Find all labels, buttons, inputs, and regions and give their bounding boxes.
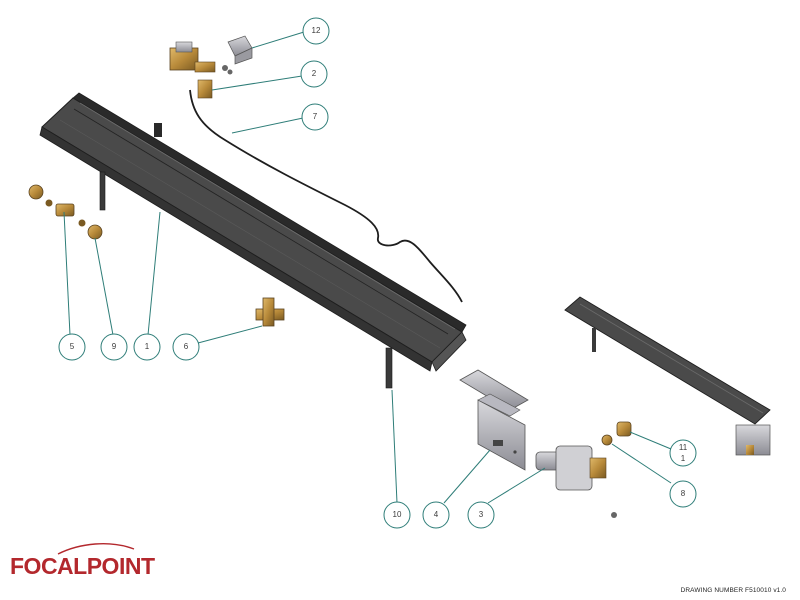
callout-6-label: 6 <box>184 342 189 351</box>
callout-1-label: 1 <box>145 342 150 351</box>
callout-11: 11 1 <box>669 439 697 467</box>
small-fittings <box>601 421 632 446</box>
callout-9-label: 9 <box>112 342 117 351</box>
brand-logo: FOCALPOINT <box>10 553 155 579</box>
logo-swoosh <box>57 543 135 555</box>
callout-4-label: 4 <box>434 510 439 519</box>
callout-2: 2 <box>300 60 328 88</box>
callout-5-label: 5 <box>70 342 75 351</box>
callout-7: 7 <box>301 103 329 131</box>
main-burner <box>39 92 467 389</box>
tee-fitting <box>255 297 285 327</box>
secondary-burner <box>564 296 771 456</box>
callout-1: 1 <box>133 333 161 361</box>
callout-12-label: 12 <box>312 26 321 35</box>
callout-6: 6 <box>172 333 200 361</box>
callout-12: 12 <box>302 17 330 45</box>
pilot-tube <box>189 89 463 303</box>
callout-11-label-bottom: 1 <box>681 454 686 463</box>
callout-3: 3 <box>467 501 495 529</box>
pilot-bracket <box>227 35 253 65</box>
pilot-assembly <box>169 41 233 99</box>
callout-3-label: 3 <box>479 510 484 519</box>
callout-10-label: 10 <box>393 510 402 519</box>
callout-10: 10 <box>383 501 411 529</box>
callout-8: 8 <box>669 480 697 508</box>
callout-9: 9 <box>100 333 128 361</box>
callout-2-label: 2 <box>312 69 317 78</box>
callout-11-label-top: 11 <box>679 443 688 452</box>
valve-bracket <box>459 369 529 471</box>
callout-5: 5 <box>58 333 86 361</box>
inlet-fittings <box>28 184 103 240</box>
drawing-number: DRAWING NUMBER F510010 v1.0 <box>680 587 786 594</box>
callout-7-label: 7 <box>313 112 318 121</box>
callout-8-label: 8 <box>681 489 686 498</box>
gas-valve <box>535 445 617 518</box>
leader-lines <box>63 31 672 504</box>
callout-4: 4 <box>422 501 450 529</box>
